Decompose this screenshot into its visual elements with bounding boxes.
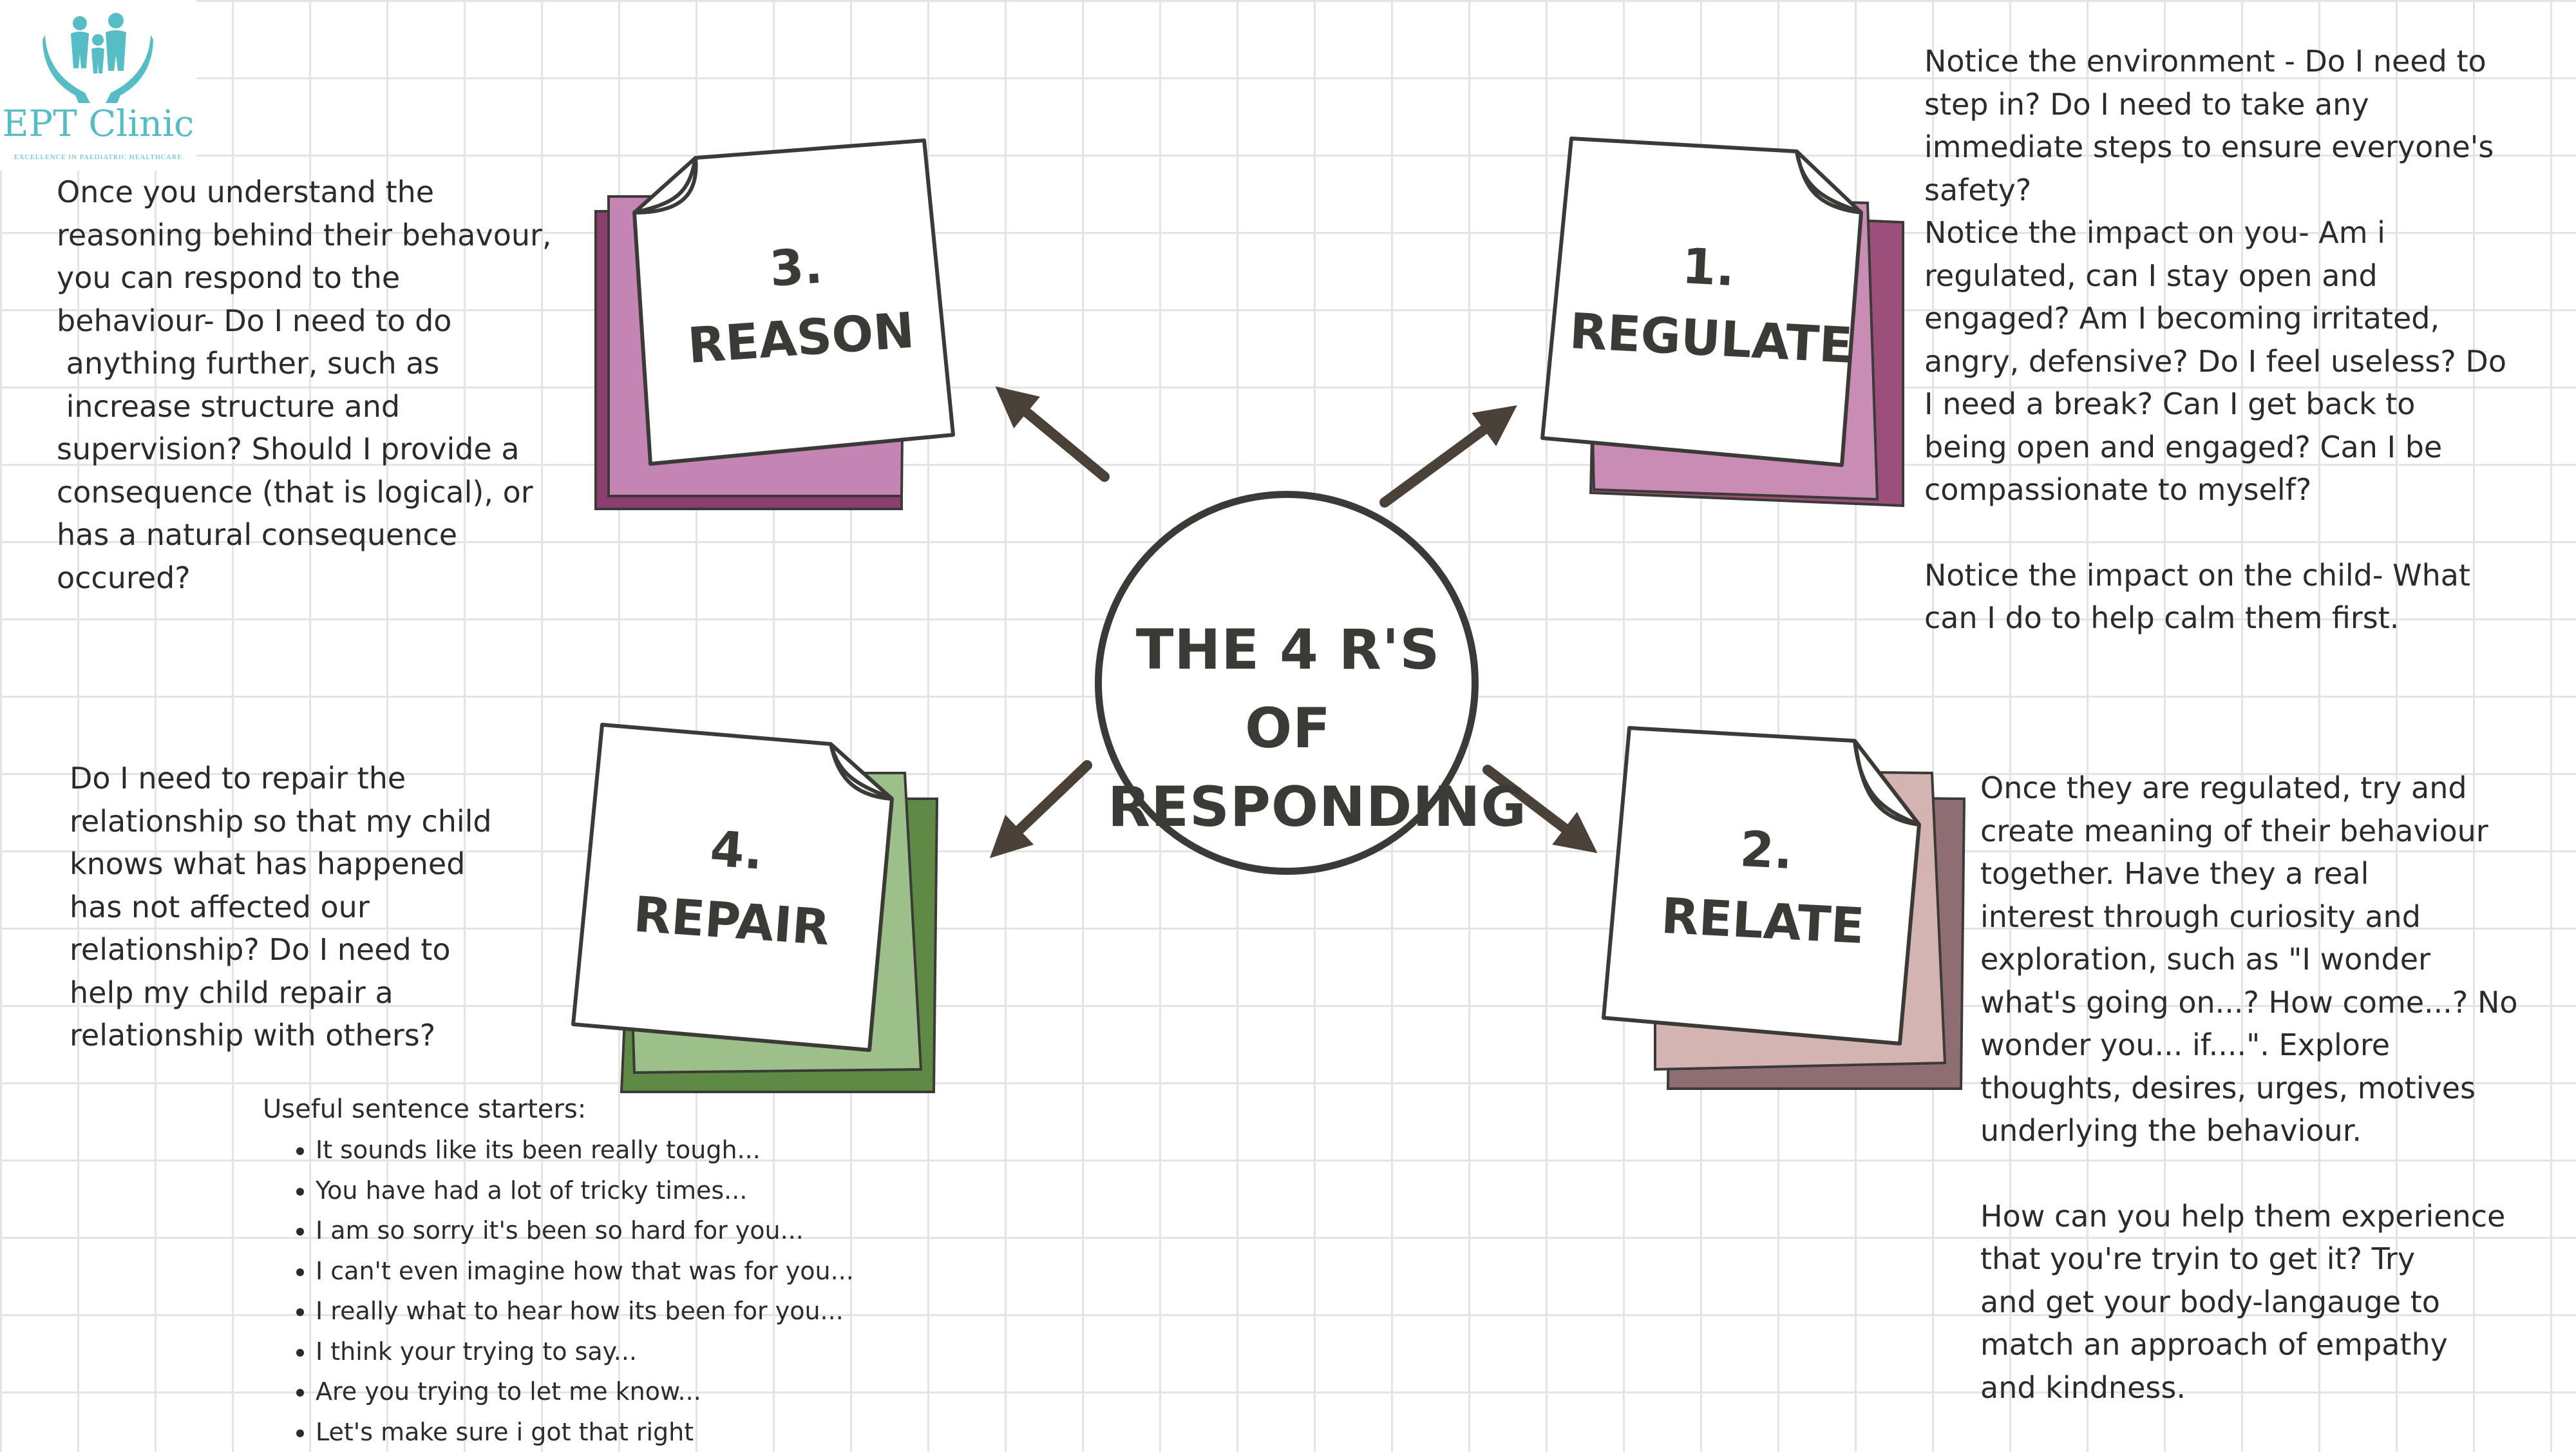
text-line: thoughts, desires, urges, motives	[1980, 1071, 2476, 1105]
text-line: regulated, can I stay open and	[1924, 258, 2378, 293]
text-line: increase structure and	[57, 389, 400, 424]
text-line: behaviour- Do I need to do	[57, 303, 451, 338]
text-line: Notice the environment - Do I need to	[1924, 44, 2486, 79]
text-line: angry, defensive? Do I feel useless? Do	[1924, 344, 2506, 379]
text-line: create meaning of their behaviour	[1980, 814, 2488, 848]
note-repair: 4. REPAIR	[594, 806, 874, 966]
text-line: immediate steps to ensure everyone's	[1924, 129, 2494, 164]
center-title-line1: THE 4 R'S OF	[1108, 611, 1468, 768]
repair-text: Do I need to repair the relationship so …	[70, 757, 559, 1057]
text-line: relationship so that my child	[70, 804, 492, 839]
text-line: together. Have they a real	[1980, 856, 2369, 891]
list-item: I am so sorry it's been so hard for you.…	[316, 1210, 854, 1251]
relate-text: Once they are regulated, try and create …	[1980, 767, 2570, 1409]
center-title: THE 4 R'S OF RESPONDING	[1108, 611, 1468, 846]
sentence-starters: Useful sentence starters: It sounds like…	[263, 1089, 854, 1452]
reason-text-p1: Once you understand the reasoning behind…	[57, 171, 623, 599]
repair-text-p1: Do I need to repair the relationship so …	[70, 757, 559, 1057]
text-line: Notice the impact on the child- What	[1924, 558, 2470, 593]
text-line: reasoning behind their behavour,	[57, 218, 552, 253]
list-item: Let's make sure i got that right	[316, 1412, 854, 1452]
text-line: relationship with others?	[70, 1018, 435, 1053]
sentence-starters-list: It sounds like its been really tough... …	[263, 1130, 854, 1452]
text-line: exploration, such as "I wonder	[1980, 942, 2430, 977]
text-line: knows what has happened	[70, 846, 465, 881]
sentence-starters-title: Useful sentence starters:	[263, 1089, 854, 1130]
list-item: Are you trying to let me know...	[316, 1371, 854, 1412]
text-line: occured?	[57, 560, 191, 595]
text-line: engaged? Am I becoming irritated,	[1924, 301, 2439, 336]
reason-text: Once you understand the reasoning behind…	[57, 171, 623, 599]
text-line: match an approach of empathy	[1980, 1327, 2448, 1362]
text-line: anything further, such as	[57, 346, 439, 381]
list-item: I really what to hear how its been for y…	[316, 1291, 854, 1332]
text-line: wonder you... if....". Explore	[1980, 1027, 2390, 1062]
arrow-to-reason	[1011, 399, 1104, 477]
text-line: Do I need to repair the	[70, 761, 406, 796]
text-line: you can respond to the	[57, 260, 400, 295]
list-item: I can't even imagine how that was for yo…	[316, 1251, 854, 1292]
text-line: interest through curiosity and	[1980, 899, 2421, 934]
text-line: How can you help them experience	[1980, 1199, 2505, 1234]
regulate-text-p2: Notice the impact on the child- What can…	[1924, 554, 2568, 640]
relate-text-p2: How can you help them experience that yo…	[1980, 1195, 2570, 1409]
relate-text-p1: Once they are regulated, try and create …	[1980, 767, 2570, 1152]
text-line: step in? Do I need to take any	[1924, 87, 2369, 122]
text-line: what's going on...? How come...? No	[1980, 985, 2518, 1020]
list-item: I think your trying to say...	[316, 1332, 854, 1372]
text-line: and kindness.	[1980, 1370, 2186, 1405]
text-line: Once they are regulated, try and	[1980, 770, 2467, 805]
list-item: You have had a lot of tricky times...	[316, 1170, 854, 1211]
note-regulate-number: 1.	[1571, 225, 1845, 310]
text-line: supervision? Should I provide a	[57, 432, 520, 466]
text-line: that you're tryin to get it? Try	[1980, 1241, 2415, 1276]
text-line: consequence (that is logical), or	[57, 475, 533, 510]
note-relate: 2. RELATE	[1626, 808, 1904, 964]
arrow-to-repair	[1005, 765, 1087, 844]
text-line: underlying the behaviour.	[1980, 1113, 2362, 1148]
text-line: being open and engaged? Can I be	[1924, 430, 2442, 464]
text-line: compassionate to myself?	[1924, 472, 2311, 507]
regulate-text-p1: Notice the environment - Do I need to st…	[1924, 40, 2568, 511]
note-relate-number: 2.	[1629, 808, 1903, 893]
text-line: has a natural consequence	[57, 517, 457, 552]
regulate-text: Notice the environment - Do I need to st…	[1924, 40, 2568, 640]
arrow-to-regulate	[1385, 417, 1501, 502]
text-line: help my child repair a	[70, 975, 393, 1010]
note-regulate: 1. REGULATE	[1568, 225, 1846, 381]
text-line: Once you understand the	[57, 175, 434, 209]
text-line: has not affected our	[70, 890, 370, 924]
text-line: I need a break? Can I get back to	[1924, 387, 2415, 421]
center-title-line2: RESPONDING	[1108, 768, 1468, 846]
text-line: can I do to help calm them first.	[1924, 600, 2399, 635]
note-regulate-title: REGULATE	[1568, 296, 1842, 381]
note-relate-title: RELATE	[1626, 879, 1900, 964]
text-line: Notice the impact on you- Am i	[1924, 215, 2385, 250]
text-line: and get your body-langauge to	[1980, 1285, 2440, 1319]
list-item: It sounds like its been really tough...	[316, 1130, 854, 1170]
note-reason: 3. REASON	[659, 223, 938, 383]
text-line: relationship? Do I need to	[70, 932, 451, 967]
text-line: safety?	[1924, 173, 2031, 207]
